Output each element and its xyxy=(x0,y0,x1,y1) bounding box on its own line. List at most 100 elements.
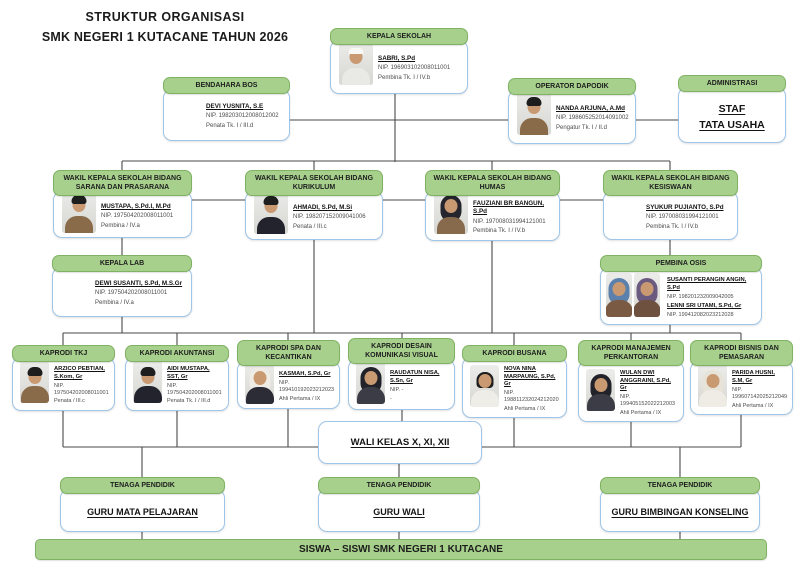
person-photo xyxy=(245,362,274,405)
person-nip: NIP. 197504202008011001 xyxy=(167,382,222,396)
box-wakil-sarana-prasarana: WAKIL KEPALA SEKOLAH BIDANG SARANA DAN P… xyxy=(53,170,192,238)
person-name: AIDI MUSTAPA, SST, Gr xyxy=(167,366,210,380)
person-rank: Pembina / IV.a xyxy=(101,222,140,229)
person-name: KASMAH, S.Pd, Gr xyxy=(279,371,331,378)
box-title: ADMINISTRASI xyxy=(678,75,786,93)
person-nip: NIP. 197504202008011001 xyxy=(95,290,168,297)
box-title: KAPRODI BISNIS DAN PEMASARAN xyxy=(690,340,793,367)
box-tenaga-pendidik-wali: TENAGA PENDIDIK GURU WALI xyxy=(318,477,480,532)
person-nip: NIP. 199412082023212028 xyxy=(667,311,734,318)
person-rank: Pembina Tk. I / IV.b xyxy=(473,228,526,235)
person-photo xyxy=(698,364,727,407)
person-rank: Penata Tk. I / III.d xyxy=(206,123,254,130)
box-kaprodi-busana: KAPRODI BUSANA NOVA NINA MARPAUNG, S.Pd,… xyxy=(462,345,567,419)
box-kaprodi-bisnis-pemasaran: KAPRODI BISNIS DAN PEMASARAN PARIDA HUSN… xyxy=(690,340,793,415)
person-rank: Pembina / IV.a xyxy=(95,300,134,307)
tenaga-pendidik-label: GURU MATA PELAJARAN xyxy=(87,506,198,517)
box-tenaga-pendidik-bk: TENAGA PENDIDIK GURU BIMBINGAN KONSELING xyxy=(600,477,760,532)
person-nip: NIP. 197008031994121001 xyxy=(646,213,719,220)
box-administrasi: ADMINISTRASI STAF TATA USAHA xyxy=(678,75,786,143)
person-nip: NIP. 197504202008011001 xyxy=(54,382,109,396)
box-wakil-kesiswaan: WAKIL KEPALA SEKOLAH BIDANG KESISWAAN SY… xyxy=(603,170,738,240)
box-title: KAPRODI SPA DAN KECANTIKAN xyxy=(237,340,340,367)
box-wakil-humas: WAKIL KEPALA SEKOLAH BIDANG HUMAS FAUZIA… xyxy=(425,170,560,242)
person-photo xyxy=(20,360,49,403)
person-name: SABRI, S.Pd xyxy=(378,55,416,63)
box-title: KAPRODI DESAIN KOMUNIKASI VISUAL xyxy=(348,338,455,365)
person-photo xyxy=(434,190,468,235)
person-photo xyxy=(586,368,615,411)
person-rank: Ahli Pertama / IX xyxy=(504,405,546,412)
person-name: SYUKUR PUJIANTO, S.Pd xyxy=(646,203,724,211)
box-operator-dapodik: OPERATOR DAPODIK NANDA ARJUNA, A.Md NIP.… xyxy=(508,78,636,144)
box-title: KAPRODI TKJ xyxy=(12,345,115,363)
administrasi-label-line2: TATA USAHA xyxy=(699,119,765,132)
person-nip: NIP. 198201232009042005 xyxy=(667,293,734,300)
person-rank: Pembina Tk. I / IV.b xyxy=(378,75,431,82)
person-rank: Ahli Pertama / IX xyxy=(279,396,321,403)
person-name: SUSANTI PERANGIN ANGIN, S.Pd xyxy=(667,277,747,291)
box-kaprodi-tkj: KAPRODI TKJ ARZICO PEBTIAN, S.Kom, Gr NI… xyxy=(12,345,115,411)
box-title: BENDAHARA BOS xyxy=(163,77,290,95)
wali-kelas-label: WALI KELAS X, XI, XII xyxy=(350,437,450,448)
person-name: PARIDA HUSNI, S.M, Gr xyxy=(732,370,775,384)
box-title: KEPALA LAB xyxy=(52,255,192,273)
page-title-line2: SMK NEGERI 1 KUTACANE TAHUN 2026 xyxy=(41,30,289,44)
person-nip: NIP. - xyxy=(390,386,404,393)
person-photo xyxy=(356,361,385,404)
person-name: RAUDATUN NISA, S.Sn, Gr xyxy=(390,370,440,384)
box-bendahara-bos: BENDAHARA BOS DEVI YUSNITA, S.E NIP. 198… xyxy=(163,77,290,141)
box-kaprodi-dkv: KAPRODI DESAIN KOMUNIKASI VISUAL RAUDATU… xyxy=(348,338,455,410)
person-rank: Pengatur Tk. I / II.d xyxy=(556,125,607,132)
box-tenaga-pendidik-mapel: TENAGA PENDIDIK GURU MATA PELAJARAN xyxy=(60,477,225,532)
box-wali-kelas: WALI KELAS X, XI, XII xyxy=(318,421,482,464)
box-title: TENAGA PENDIDIK xyxy=(60,477,225,495)
person-rank: Penata / III.c xyxy=(54,398,85,405)
box-title: KAPRODI BUSANA xyxy=(462,345,567,363)
box-title: TENAGA PENDIDIK xyxy=(318,477,480,495)
box-title: KAPRODI AKUNTANSI xyxy=(125,345,229,363)
page-title-line1: STRUKTUR ORGANISASI xyxy=(85,10,245,24)
person-photo xyxy=(339,41,373,86)
box-title: PEMBINA OSIS xyxy=(600,255,762,273)
person-nip: NIP. 198811232024212020 xyxy=(504,390,559,404)
box-kepala-sekolah: KEPALA SEKOLAH SABRI, S.Pd NIP. 19690310… xyxy=(330,28,468,94)
person-rank: Penata / III.c xyxy=(293,223,327,230)
person-name: FAUZIANI BR BANGUN, S.Pd xyxy=(473,200,545,216)
person-rank: Ahli Pertama / IX xyxy=(620,410,662,417)
person-name: DEVI YUSNITA, S.E xyxy=(206,103,264,111)
person-nip: NIP. 198605252014091002 xyxy=(556,115,629,122)
box-title: KEPALA SEKOLAH xyxy=(330,28,468,46)
person-rank: Penata Tk. I / III.d xyxy=(167,398,211,405)
person-photo xyxy=(517,91,551,136)
administrasi-label-line1: STAF xyxy=(718,102,746,115)
tenaga-pendidik-label: GURU WALI xyxy=(373,506,425,517)
person-rank: Ahli Pertama / IX xyxy=(732,402,774,409)
person-name: NOVA NINA MARPAUNG, S.Pd, Gr xyxy=(504,366,556,388)
person-photo xyxy=(470,364,499,407)
person-photo xyxy=(133,360,162,403)
box-title: WAKIL KEPALA SEKOLAH BIDANG KURIKULUM xyxy=(245,170,383,197)
person-name: AHMADI, S.Pd, M.Si xyxy=(293,203,353,211)
person-name: NANDA ARJUNA, A.Md xyxy=(556,105,625,113)
person-nip: NIP. 196903102008011001 xyxy=(378,65,451,72)
box-kepala-lab: KEPALA LAB DEWI SUSANTI, S.Pd, M.S.Gr NI… xyxy=(52,255,192,317)
box-title: WAKIL KEPALA SEKOLAH BIDANG SARANA DAN P… xyxy=(53,170,192,197)
person-nip: NIP. 199607142025212049 xyxy=(732,386,788,400)
person-name: WULAN DWI ANGGRAINI, S.Pd, Gr xyxy=(620,370,671,392)
person-name: LENNI SRI UTAMI, S.Pd, Gr xyxy=(667,302,742,309)
siswa-bar: SISWA – SISWI SMK NEGERI 1 KUTACANE xyxy=(35,539,767,560)
person-rank: Pembina Tk. I / IV.b xyxy=(646,223,699,230)
person-name: DEWI SUSANTI, S.Pd, M.S.Gr xyxy=(95,280,183,288)
person-nip: NIP. 197008031994121001 xyxy=(473,218,546,225)
box-kaprodi-akuntansi: KAPRODI AKUNTANSI AIDI MUSTAPA, SST, Gr … xyxy=(125,345,229,411)
person-photo xyxy=(254,189,288,234)
box-kaprodi-manajemen-perkantoran: KAPRODI MANAJEMEN PERKANTORAN WULAN DWI … xyxy=(578,340,684,423)
person-rank: - xyxy=(390,395,392,402)
person-nip: NIP. 198203012008012002 xyxy=(206,113,279,120)
box-title: OPERATOR DAPODIK xyxy=(508,78,636,96)
page-title: STRUKTUR ORGANISASI SMK NEGERI 1 KUTACAN… xyxy=(30,10,300,44)
box-title: TENAGA PENDIDIK xyxy=(600,477,760,495)
